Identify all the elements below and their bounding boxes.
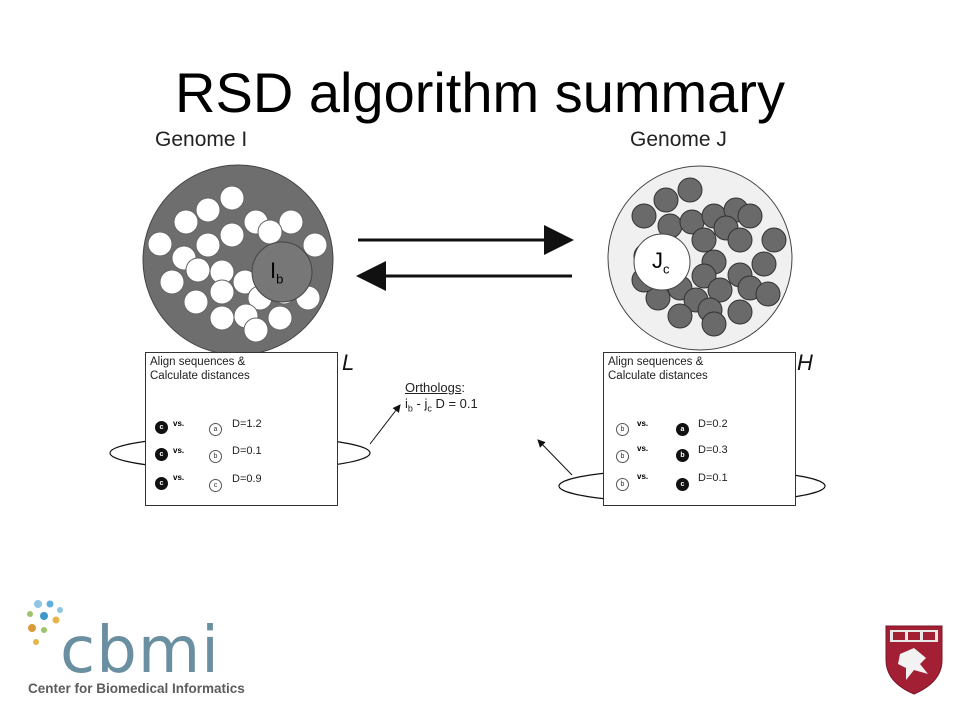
right-row1-distance: D=0.2 [698, 418, 728, 430]
genome-i-center-label: Ib [270, 258, 284, 287]
harvard-shield-icon [885, 625, 943, 695]
left-row3-vs: vs. [173, 473, 185, 482]
cbmi-logo-text: cbmi [60, 614, 220, 688]
right-row3-vs: vs. [637, 472, 649, 481]
orthologs-note: Orthologs: ib - jc D = 0.1 [405, 380, 478, 417]
right-row2-target-dot: b [676, 449, 689, 462]
left-row2-vs: vs. [173, 446, 185, 455]
orthologs-label: Orthologs [405, 380, 462, 395]
left-row3-query-dot: c [155, 477, 168, 490]
genome-j-label: Genome J [630, 128, 727, 151]
cbmi-dots-icon [27, 600, 63, 645]
right-row2-query-dot: b [616, 450, 629, 463]
right-row3-target-dot: c [676, 478, 689, 491]
left-row2-distance: D=0.1 [232, 445, 262, 457]
genome-j-circle [607, 165, 793, 351]
left-row1-distance: D=1.2 [232, 418, 262, 430]
genome-i-circle [142, 164, 334, 356]
right-row2-distance: D=0.3 [698, 444, 728, 456]
left-row3-target-dot: c [209, 479, 222, 492]
right-row1-query-dot: b [616, 423, 629, 436]
right-alignment-box: Align sequences & Calculate distances b … [603, 352, 796, 506]
right-row2-vs: vs. [637, 444, 649, 453]
left-row1-query-dot: c [155, 421, 168, 434]
right-row3-distance: D=0.1 [698, 472, 728, 484]
right-pointer-arrow [537, 439, 573, 476]
letter-h: H [797, 350, 813, 375]
left-row3-distance: D=0.9 [232, 473, 262, 485]
right-row3-query-dot: b [616, 478, 629, 491]
left-row1-vs: vs. [173, 419, 185, 428]
right-box-title: Align sequences & Calculate distances [608, 356, 708, 382]
cbmi-subtitle: Center for Biomedical Informatics [28, 681, 245, 696]
right-row1-vs: vs. [637, 419, 649, 428]
left-box-title: Align sequences & Calculate distances [150, 356, 250, 382]
left-row1-target-dot: a [209, 423, 222, 436]
left-row2-target-dot: b [209, 450, 222, 463]
left-pointer-arrow [369, 404, 401, 445]
genome-j-center-label: Jc [652, 248, 670, 277]
page-title: RSD algorithm summary [175, 61, 785, 124]
right-row1-target-dot: a [676, 423, 689, 436]
left-row2-query-dot: c [155, 448, 168, 461]
letter-l: L [342, 350, 355, 375]
orthologs-formula: ib - jc D = 0.1 [405, 396, 478, 414]
genome-i-label: Genome I [155, 128, 248, 151]
left-alignment-box: Align sequences & Calculate distances c … [145, 352, 338, 506]
